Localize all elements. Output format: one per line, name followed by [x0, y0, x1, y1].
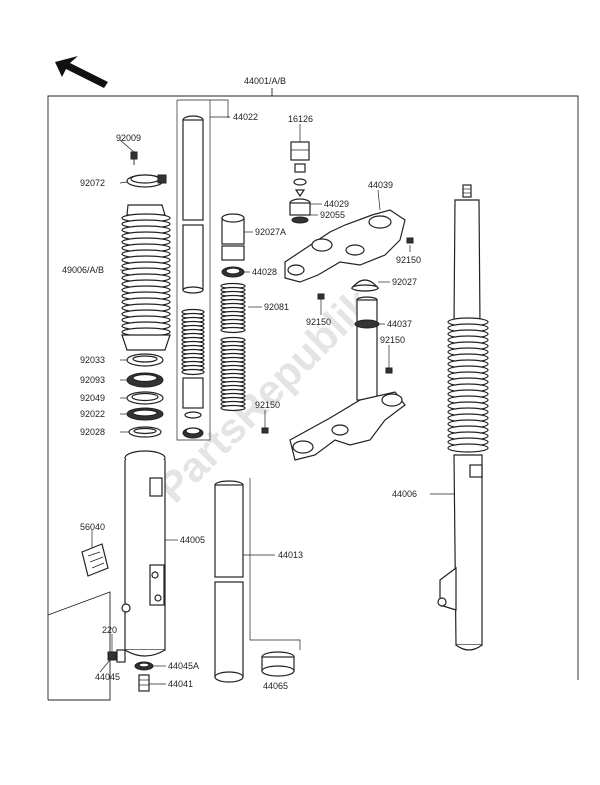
bolt-220 [107, 649, 126, 663]
collar-inner [182, 377, 204, 439]
label-92150-b: 92150 [306, 317, 331, 327]
ring-92049 [126, 391, 164, 405]
label-92150-a: 92150 [396, 255, 421, 265]
label-92072: 92072 [80, 178, 105, 188]
lower-bracket [289, 391, 406, 461]
washer-92022 [126, 407, 164, 421]
label-92033: 92033 [80, 355, 105, 365]
label-44045A: 44045A [168, 661, 199, 671]
valve-cap-16126 [290, 141, 310, 198]
seal-92033 [126, 353, 164, 367]
bush-44065 [261, 651, 295, 677]
label-44041: 44041 [168, 679, 193, 689]
label-44039: 44039 [368, 180, 393, 190]
leader-lines [91, 116, 454, 685]
label-92022: 92022 [80, 409, 105, 419]
label-44028: 44028 [252, 267, 277, 277]
spring-inner [181, 308, 205, 376]
label-92055: 92055 [320, 210, 345, 220]
fork-leg-44006 [437, 184, 489, 651]
label-44045: 44045 [95, 672, 120, 682]
label-92093: 92093 [80, 375, 105, 385]
label-92049: 92049 [80, 393, 105, 403]
spring-92081 [220, 282, 246, 412]
label-44029: 44029 [324, 199, 349, 209]
label-92028: 92028 [80, 427, 105, 437]
cone-92027 [350, 279, 380, 292]
steering-stem-44037 [354, 296, 380, 401]
oil-seal-92093 [126, 372, 164, 388]
decal-56040 [81, 543, 109, 577]
inner-parts-bracket [176, 99, 301, 650]
direction-arrow-icon [55, 56, 108, 88]
ring-92028 [128, 426, 162, 438]
label-44001: 44001/A/B [244, 76, 286, 86]
bolt-44041 [138, 674, 150, 692]
label-92150-d: 92150 [255, 400, 280, 410]
assembly-bracket [47, 88, 579, 701]
inner-tube-44022 [182, 115, 204, 294]
cap-44029 [289, 198, 311, 224]
label-56040: 56040 [80, 522, 105, 532]
label-16126: 16126 [288, 114, 313, 124]
label-92027: 92027 [392, 277, 417, 287]
label-44005: 44005 [180, 535, 205, 545]
label-49006: 49006/A/B [62, 265, 104, 275]
label-44013: 44013 [278, 550, 303, 560]
shape-rib [220, 404, 246, 412]
washer-44028 [221, 266, 245, 278]
label-92081: 92081 [264, 302, 289, 312]
shape-rib [181, 368, 205, 376]
shape-rib [447, 443, 489, 453]
label-44022: 44022 [233, 112, 258, 122]
outer-tube-44005 [121, 450, 166, 657]
label-92009: 92009 [116, 133, 141, 143]
label-44037: 44037 [387, 319, 412, 329]
clamp-92072 [126, 174, 167, 188]
label-220: 220 [102, 625, 117, 635]
shape-rib [220, 326, 246, 334]
bolt-92009 [130, 151, 138, 165]
upper-bracket-44039 [284, 209, 406, 283]
label-92027A: 92027A [255, 227, 286, 237]
label-44065: 44065 [263, 681, 288, 691]
spacer-92027A [221, 213, 245, 261]
washer-44045A [134, 661, 154, 671]
label-44006: 44006 [392, 489, 417, 499]
fork-boot-49006 [121, 204, 171, 351]
label-92150-c: 92150 [380, 335, 405, 345]
damper-tube-44013 [214, 480, 244, 683]
